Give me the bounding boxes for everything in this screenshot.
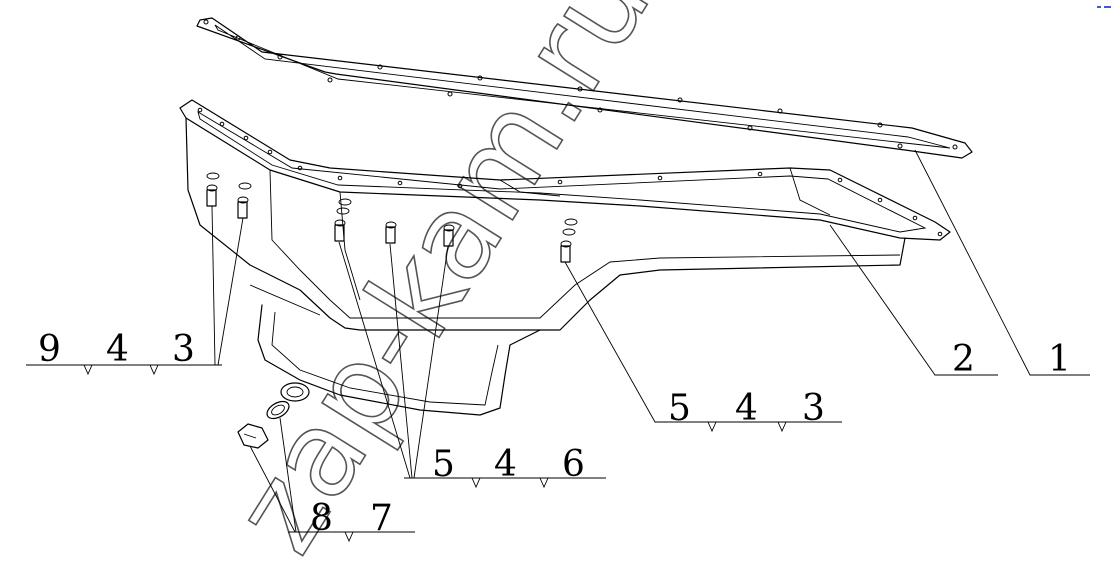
callout-6: 6 (562, 444, 585, 485)
callouts: 1 2 9 4 3 5 4 3 5 4 6 8 7 (38, 329, 1071, 539)
callout-4-middle: 4 (494, 444, 517, 485)
callout-5-right: 5 (668, 388, 691, 429)
callout-2: 2 (952, 339, 975, 380)
bolt-9-left (206, 172, 220, 207)
callout-4-right: 4 (735, 388, 758, 429)
callout-8: 8 (310, 498, 333, 539)
washer-part-7 (266, 400, 290, 420)
callout-3-right: 3 (802, 388, 825, 429)
gasket-holes (203, 19, 958, 150)
bolt-5-c (443, 224, 455, 247)
callout-3-left: 3 (172, 329, 195, 370)
leader-lines (26, 149, 1090, 543)
bolts (206, 172, 578, 263)
callout-9: 9 (38, 329, 61, 370)
gasket-part-1 (196, 17, 973, 159)
bolt-5-a (334, 198, 352, 242)
bolt-9-right (237, 182, 252, 219)
bolt-5-d (560, 218, 578, 263)
drain-plug-part-8 (237, 423, 269, 449)
flange-holes (197, 107, 943, 237)
callout-7: 7 (370, 498, 393, 539)
drain-boss (280, 382, 310, 402)
bolt-5-b (385, 221, 397, 244)
callout-5-middle: 5 (432, 444, 455, 485)
oil-pan-part-2 (179, 99, 951, 416)
callout-4-left: 4 (106, 329, 129, 370)
callout-1: 1 (1048, 339, 1071, 380)
